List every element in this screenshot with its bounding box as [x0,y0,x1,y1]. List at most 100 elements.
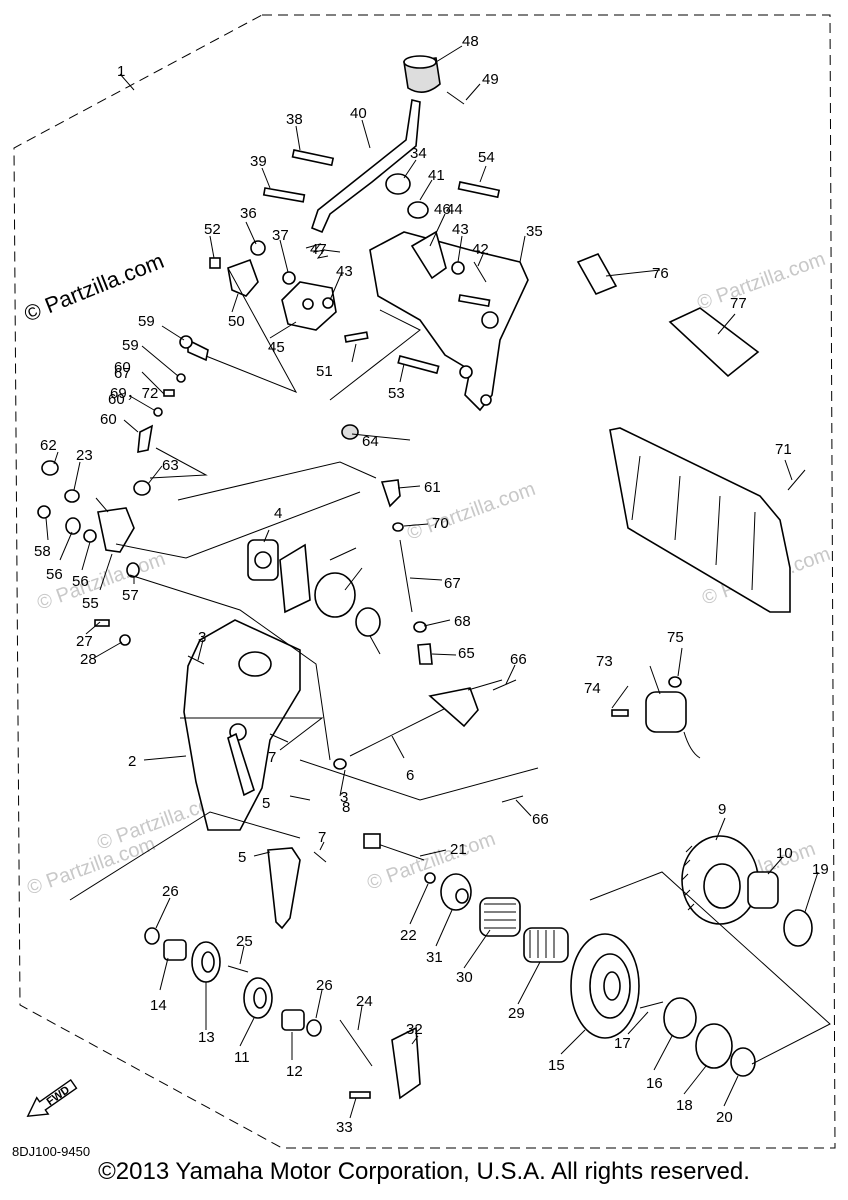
part-callout: 50 [228,313,245,330]
part-callout: 39 [250,153,267,170]
part-callout: 67 [114,365,131,382]
cover-panel-68 [609,427,791,613]
part-callout: 3 [340,789,348,806]
label-74 [668,307,760,378]
part-callout: 24 [356,993,373,1010]
part-callout: 68 [454,613,471,630]
part-callout: 66 [532,811,549,828]
part-callout: 65 [458,645,475,662]
part-callout: 29 [508,1005,525,1022]
part-callout: 74 [584,680,601,697]
assembly-boundary [13,14,836,1149]
part-callout: 75 [667,629,684,646]
part-callout: 8 [342,799,350,816]
leader-lines [45,45,831,1119]
shaft-6 [333,679,524,803]
part-callout: 21 [450,841,467,858]
part-callout: 76 [652,265,669,282]
bearing-10 [747,871,779,909]
part-callout: 54 [478,149,495,166]
part-callout: 5 [238,849,246,866]
part-callout: 34 [410,145,427,162]
seal-19 [783,909,813,947]
diagram-code: 8DJ100-9450 [12,1144,90,1159]
part-callout: 9 [718,801,726,818]
part-callout: 60 [114,359,131,376]
part-callout: 47 [310,241,327,258]
nut-16 [663,997,697,1039]
part-callout: 52 [204,221,221,238]
copyright-notice: ©2013 Yamaha Motor Corporation, U.S.A. A… [98,1158,750,1185]
part-callout: 11 [234,1049,250,1066]
sprocket-15 [570,933,664,1039]
part-callout: 30 [456,969,473,986]
part-callout: 58 [34,543,51,560]
part-callout: 70 [432,515,449,532]
part-callout: 67 [444,575,461,592]
part-callout: 59 [122,337,139,354]
part-callout: 35 [526,223,543,240]
part-callout: 7 [318,829,326,846]
watermark-faint: © Partzilla.com [24,833,158,900]
part-callout: 40 [350,105,367,122]
part-callout: 60 [108,391,125,408]
part-callout: 45 [268,339,285,356]
part-callout: 57 [122,587,139,604]
part-callout: 43 [452,221,469,238]
linkage-parts [37,335,401,578]
part-callout: 44 [446,201,463,218]
part-callout: 20 [716,1109,733,1126]
watermark-faint: © Partzilla.com [694,248,828,315]
ring-18 [695,1023,733,1069]
part-callout: 14 [150,997,167,1014]
part-callout: 46 [434,201,451,218]
center-parts [247,522,433,665]
part-callout: 32 [406,1021,423,1038]
part-callout: 41 [428,167,445,184]
part-callout: 23 [76,447,93,464]
part-callout: 55 [82,595,99,612]
part-callout: 16 [646,1075,663,1092]
sensor-69-72 [611,676,701,759]
part-callout: 26 [316,977,333,994]
part-callout: 63 [162,457,179,474]
part-callout: 36 [240,205,257,222]
part-callout: 6 [406,767,414,784]
part-callout: 18 [676,1097,693,1114]
part-callout: 71 [775,441,792,458]
part-callout: 43 [336,263,353,280]
part-callout: 19 [812,861,829,878]
part-callout: 27 [76,633,93,650]
part-callout: 22 [400,927,417,944]
lower-gears [144,927,421,1100]
part-callout: 38 [286,111,303,128]
fwd-arrow-icon: FWD [26,1079,78,1118]
part-callout: 73 [596,653,613,670]
part-callout: 51 [316,363,333,380]
part-callout: 26 [162,883,179,900]
watermark-faint: © Partzilla.com [364,828,498,895]
part-callout: 25 [236,933,253,950]
part-callout: 42 [472,241,489,258]
part-callout: 49 [482,71,499,88]
part-callout: 66 [510,651,527,668]
part-callout: 3 [198,629,206,646]
part-callout: 37 [272,227,289,244]
part-callout: 60 [100,411,117,428]
part-callout: 56 [72,573,89,590]
part-callout: 56 [46,566,63,583]
part-callout: 17 [614,1035,631,1052]
tensioner-arm [267,847,301,930]
part-callout: 13 [198,1029,215,1046]
part-callout: 59 [138,313,155,330]
part-callout: 15 [548,1057,565,1074]
part-callout: 5 [262,795,270,812]
part-callout: 61 [424,479,441,496]
drive-parts [440,873,569,963]
part-callout: 31 [426,949,443,966]
label-73 [576,252,618,296]
part-callout: 53 [388,385,405,402]
part-callout: 64 [362,433,379,450]
